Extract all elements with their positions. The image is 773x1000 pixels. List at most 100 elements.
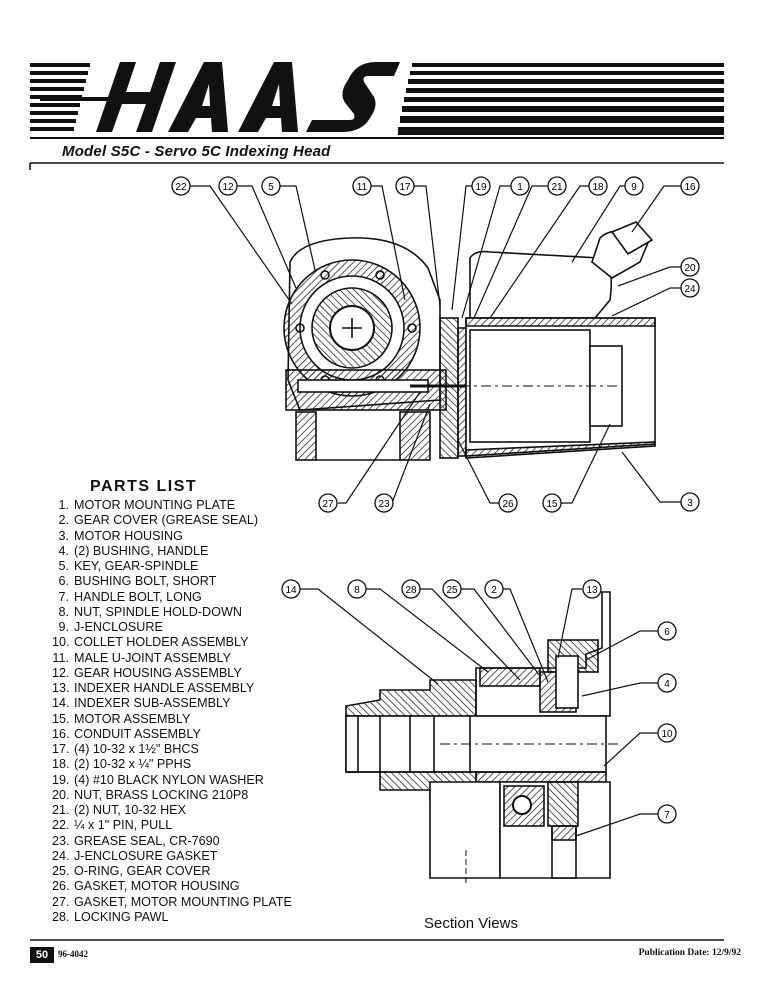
parts-list-item: 14. INDEXER SUB-ASSEMBLY [52,696,292,711]
part-description: O-RING, GEAR COVER [74,864,211,878]
svg-text:26: 26 [502,499,514,510]
callout-14: 14 [281,579,301,599]
part-number: 6. [58,574,69,589]
svg-text:28: 28 [405,585,417,596]
part-number: 9. [58,620,69,634]
callout-18: 18 [588,176,608,196]
svg-text:1: 1 [517,182,523,193]
section-views-caption: Section Views [424,915,518,932]
callout-8: 8 [347,579,367,599]
part-description: (4) #10 BLACK NYLON WASHER [74,772,264,787]
part-number: 19. [52,772,70,787]
callout-15: 15 [542,493,562,513]
svg-text:9: 9 [631,182,637,193]
callout-28: 28 [401,579,421,599]
callout-25: 25 [442,579,462,599]
parts-list-item: 15.MOTOR ASSEMBLY [52,712,292,727]
svg-text:17: 17 [399,182,411,193]
callout-2: 2 [484,579,504,599]
parts-list-item: 1.MOTOR MOUNTING PLATE [52,498,292,513]
part-number: 4. [58,543,69,558]
svg-text:27: 27 [322,499,334,510]
part-description: (4) 10-32 x 1½" BHCS [74,742,199,756]
parts-list-item: 3. MOTOR HOUSING [52,529,292,544]
part-description: HANDLE BOLT, LONG [74,589,202,604]
parts-list-item: 7. HANDLE BOLT, LONG [52,590,292,605]
parts-list-item: 11. MALE U-JOINT ASSEMBLY [52,651,292,666]
svg-text:6: 6 [664,627,670,638]
bottom-section-view [345,591,620,886]
callout-7: 7 [657,804,677,824]
callout-5: 5 [261,176,281,196]
parts-list-item: 19. (4) #10 BLACK NYLON WASHER [52,773,292,788]
svg-text:8: 8 [354,585,360,596]
parts-list-item: 2.GEAR COVER (GREASE SEAL) [52,513,292,528]
svg-text:16: 16 [684,182,696,193]
parts-list-item: 8.NUT, SPINDLE HOLD-DOWN [52,605,292,620]
part-description: INDEXER HANDLE ASSEMBLY [74,681,255,695]
part-description: MOTOR MOUNTING PLATE [74,498,236,512]
part-number: 5. [58,559,69,573]
part-description: CONDUIT ASSEMBLY [74,726,201,741]
part-description: GASKET, MOTOR MOUNTING PLATE [74,894,292,909]
callout-23: 23 [374,493,394,513]
parts-list-item: 26.GASKET, MOTOR HOUSING [52,879,292,894]
part-number: 20. [52,787,70,802]
page-number: 50 [30,947,54,963]
callout-16: 16 [680,176,700,196]
parts-list-item: 21.(2) NUT, 10-32 HEX [52,803,292,818]
part-number: 7. [58,589,69,604]
svg-text:2: 2 [491,585,497,596]
callout-4: 4 [657,673,677,693]
part-number: 16. [52,726,70,741]
parts-list-item: 17.(4) 10-32 x 1½" BHCS [52,742,292,757]
svg-text:4: 4 [664,679,670,690]
svg-text:24: 24 [684,284,696,295]
haas-logo [40,62,400,132]
callout-11: 11 [352,176,372,196]
bottom-callouts: 14 8 28 25 2 13 6 4 10 7 [281,579,677,824]
part-description: KEY, GEAR-SPINDLE [74,559,199,573]
parts-list-item: 5. KEY, GEAR-SPINDLE [52,559,292,574]
part-number: 22. [52,818,70,833]
parts-list-item: 18.(2) 10-32 x ¼" PPHS [52,757,292,772]
parts-list-item: 13.INDEXER HANDLE ASSEMBLY [52,681,292,696]
svg-text:21: 21 [551,182,563,193]
parts-list-item: 6.BUSHING BOLT, SHORT [52,574,292,589]
svg-text:14: 14 [285,585,297,596]
svg-text:13: 13 [586,585,598,596]
svg-text:10: 10 [661,729,673,740]
callout-12: 12 [218,176,238,196]
part-description: NUT, BRASS LOCKING 210P8 [74,787,249,802]
parts-list-item: 27.GASKET, MOTOR MOUNTING PLATE [52,895,292,910]
part-description: LOCKING PAWL [74,909,169,924]
svg-text:3: 3 [687,498,693,509]
part-description: ¼ x 1" PIN, PULL [74,818,173,833]
svg-text:23: 23 [378,499,390,510]
callout-1: 1 [510,176,530,196]
part-description: MALE U-JOINT ASSEMBLY [74,650,231,665]
part-description: MOTOR HOUSING [74,528,183,543]
parts-list-item: 23.GREASE SEAL, CR-7690 [52,834,292,849]
header-logo-band [29,62,724,170]
parts-list-item: 10.COLLET HOLDER ASSEMBLY [52,635,292,650]
callout-6: 6 [657,621,677,641]
model-title: Model S5C - Servo 5C Indexing Head [62,143,331,160]
parts-list-item: 22. ¼ x 1" PIN, PULL [52,818,292,833]
part-number: 14. [52,696,70,711]
part-number: 11. [52,650,69,665]
callout-22: 22 [171,176,191,196]
callout-17: 17 [395,176,415,196]
publication-date: Publication Date: 12/9/92 [638,948,741,958]
part-number: 28. [52,909,70,924]
part-number: 25. [52,864,70,878]
part-number: 24. [52,848,70,863]
callout-19: 19 [471,176,491,196]
right-stripe-block [398,63,724,135]
part-description: INDEXER SUB-ASSEMBLY [74,696,231,711]
part-number: 3. [58,528,69,543]
svg-text:19: 19 [475,182,487,193]
part-description: NUT, SPINDLE HOLD-DOWN [74,604,242,619]
